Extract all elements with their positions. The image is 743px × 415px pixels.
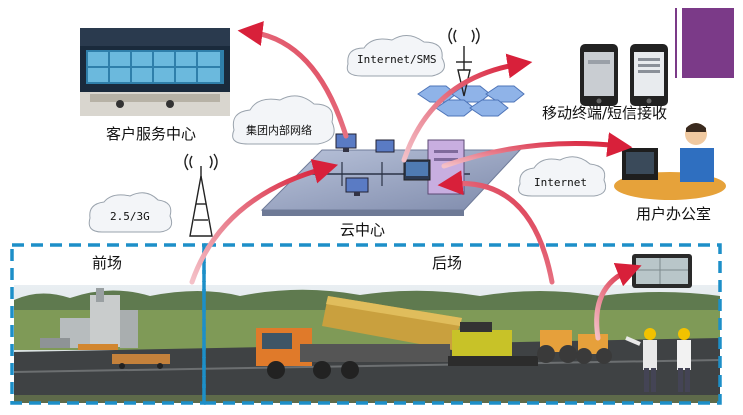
- site-workers: [625, 328, 691, 392]
- cellular-label: 2.5/3G: [110, 210, 150, 223]
- front-zone-label: 前场: [92, 254, 123, 272]
- arrow-site-to-tablet: [594, 263, 642, 341]
- group-network-cloud: [232, 95, 335, 145]
- arrow-cloud-to-mobile: [401, 53, 533, 163]
- back-zone-border: [202, 243, 722, 405]
- hexagon-network-cluster: [417, 85, 525, 117]
- site-tablet: [632, 254, 692, 288]
- office-user-icon: [614, 123, 726, 200]
- road-roller-1: [537, 330, 577, 363]
- customer-center-image: [80, 28, 230, 116]
- arrow-cloud-to-customer: [237, 21, 349, 139]
- dump-truck: [256, 296, 462, 379]
- mobile-terminal-label: 移动终端/短信接收: [542, 104, 668, 122]
- internet-sms-label: Internet/SMS: [357, 53, 437, 66]
- conveyor-truck: [112, 354, 170, 369]
- user-office-label: 用户办公室: [636, 205, 712, 223]
- data-flow-arrows: [189, 21, 642, 341]
- antenna-tower-icon: [184, 153, 218, 237]
- arrow-cloud-to-office: [441, 132, 633, 169]
- cloud-center-label: 云中心: [340, 221, 386, 239]
- cellular-cloud: [88, 192, 173, 233]
- internet-cloud: [518, 156, 607, 197]
- arrow-site-back-to-cloud: [437, 170, 555, 285]
- workstation-icon: [335, 133, 395, 196]
- corner-square: [682, 8, 734, 78]
- customer-center-label: 客户服务中心: [106, 125, 197, 143]
- internet-sms-cloud: [346, 35, 445, 77]
- arrow-site-to-cloud: [189, 159, 339, 285]
- group-network-label: 集团内部网络: [246, 124, 312, 137]
- front-zone-border: [10, 243, 206, 405]
- road-roller-2: [576, 334, 612, 364]
- back-zone-label: 后场: [432, 254, 463, 272]
- asphalt-plant: [40, 288, 138, 350]
- mobile-phone-icon: [630, 44, 668, 106]
- mobile-phone-icon: [580, 44, 618, 106]
- asphalt-paver: [448, 322, 538, 366]
- internet-label: Internet: [534, 176, 587, 189]
